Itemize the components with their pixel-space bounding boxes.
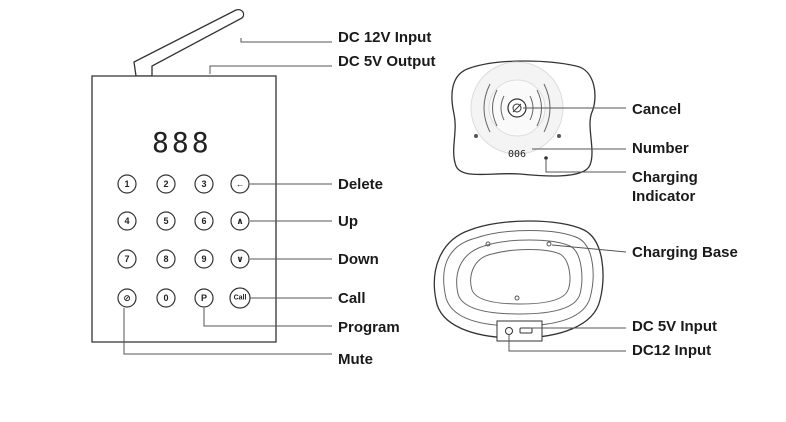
base-pin-bottom (514, 295, 520, 301)
base-pin-left (485, 241, 491, 247)
label-dc12-input-base: DC12 Input (632, 342, 711, 359)
key-8[interactable]: 8 (156, 249, 176, 269)
keypad: 1 2 3 ← 4 5 6 ∧ 7 8 9 ∨ ⊘ 0 P Call (117, 174, 251, 309)
label-cancel: Cancel (632, 101, 681, 118)
key-4-label: 4 (124, 216, 129, 226)
dc5v-input-port (519, 327, 533, 334)
key-7[interactable]: 7 (117, 249, 137, 269)
key-4[interactable]: 4 (117, 211, 137, 231)
label-down: Down (338, 251, 379, 268)
key-9[interactable]: 9 (194, 249, 214, 269)
up-key-ring (230, 211, 250, 231)
base-lip (443, 230, 594, 327)
key-5-ring (156, 211, 176, 231)
key-7-ring (117, 249, 137, 269)
base-pin-right (546, 241, 552, 247)
key-9-label: 9 (201, 254, 206, 264)
pager-body (91, 75, 277, 343)
cancel-icon (512, 103, 522, 113)
label-delete: Delete (338, 176, 383, 193)
label-up: Up (338, 213, 358, 230)
key-0[interactable]: 0 (156, 288, 176, 308)
screw-right (557, 134, 561, 138)
up-key[interactable]: ∧ (230, 211, 250, 231)
label-charging-base: Charging Base (632, 244, 738, 261)
signal-arcs-left (483, 83, 505, 133)
label-dc5v-input: DC 5V Input (632, 318, 717, 335)
label-number: Number (632, 140, 689, 157)
key-7-label: 7 (124, 254, 129, 264)
mute-key[interactable]: ⊘ (117, 288, 137, 308)
call-key[interactable]: Call (229, 287, 251, 309)
delete-key[interactable]: ← (230, 174, 250, 194)
mute-key-ring (117, 288, 137, 308)
key-3-label: 3 (201, 179, 206, 189)
antenna (133, 8, 245, 77)
receiver-coaster: 006 (451, 60, 596, 177)
call-key-label: Call (234, 295, 247, 302)
key-3[interactable]: 3 (194, 174, 214, 194)
key-4-ring (117, 211, 137, 231)
key-2-ring (156, 174, 176, 194)
label-charging-indicator-line1: Charging (632, 169, 698, 186)
key-0-ring (156, 288, 176, 308)
base-tray (456, 239, 583, 315)
pager-display: 888 (152, 126, 212, 159)
key-8-ring (156, 249, 176, 269)
program-key-label: P (201, 293, 207, 303)
key-8-label: 8 (163, 254, 168, 264)
pager-transmitter: 888 1 2 3 ← 4 5 6 ∧ 7 8 9 ∨ ⊘ 0 P Call (91, 8, 277, 343)
delete-key-label: ← (236, 179, 245, 189)
key-2[interactable]: 2 (156, 174, 176, 194)
charging-base (433, 220, 604, 342)
base-callouts (508, 244, 627, 352)
receiver-number-display: 006 (508, 149, 526, 160)
key-1-label: 1 (124, 179, 129, 189)
screw-left (474, 134, 478, 138)
key-9-ring (194, 249, 214, 269)
pager-callouts (123, 38, 332, 355)
key-6-label: 6 (201, 216, 206, 226)
label-mute: Mute (338, 351, 373, 368)
key-0-label: 0 (163, 293, 168, 303)
key-5-label: 5 (163, 216, 168, 226)
base-pad (470, 249, 571, 305)
down-key[interactable]: ∨ (230, 249, 250, 269)
key-3-ring (194, 174, 214, 194)
receiver-callouts (523, 107, 626, 173)
delete-key-ring (230, 174, 250, 194)
down-key-label: ∨ (236, 254, 243, 264)
key-2-label: 2 (163, 179, 168, 189)
label-call: Call (338, 290, 366, 307)
program-key[interactable]: P (194, 288, 214, 308)
key-5[interactable]: 5 (156, 211, 176, 231)
mute-key-label: ⊘ (123, 293, 131, 303)
label-dc12-input: DC 12V Input (338, 29, 431, 46)
base-outer-shell (433, 220, 604, 339)
program-key-ring (194, 288, 214, 308)
label-program: Program (338, 319, 400, 336)
label-dc5-output: DC 5V Output (338, 53, 436, 70)
key-6[interactable]: 6 (194, 211, 214, 231)
label-charging-indicator-line2: Indicator (632, 188, 696, 205)
up-key-label: ∧ (236, 216, 243, 226)
key-1-ring (117, 174, 137, 194)
down-key-ring (230, 249, 250, 269)
key-1[interactable]: 1 (117, 174, 137, 194)
key-6-ring (194, 211, 214, 231)
charging-indicator-led (544, 156, 548, 160)
